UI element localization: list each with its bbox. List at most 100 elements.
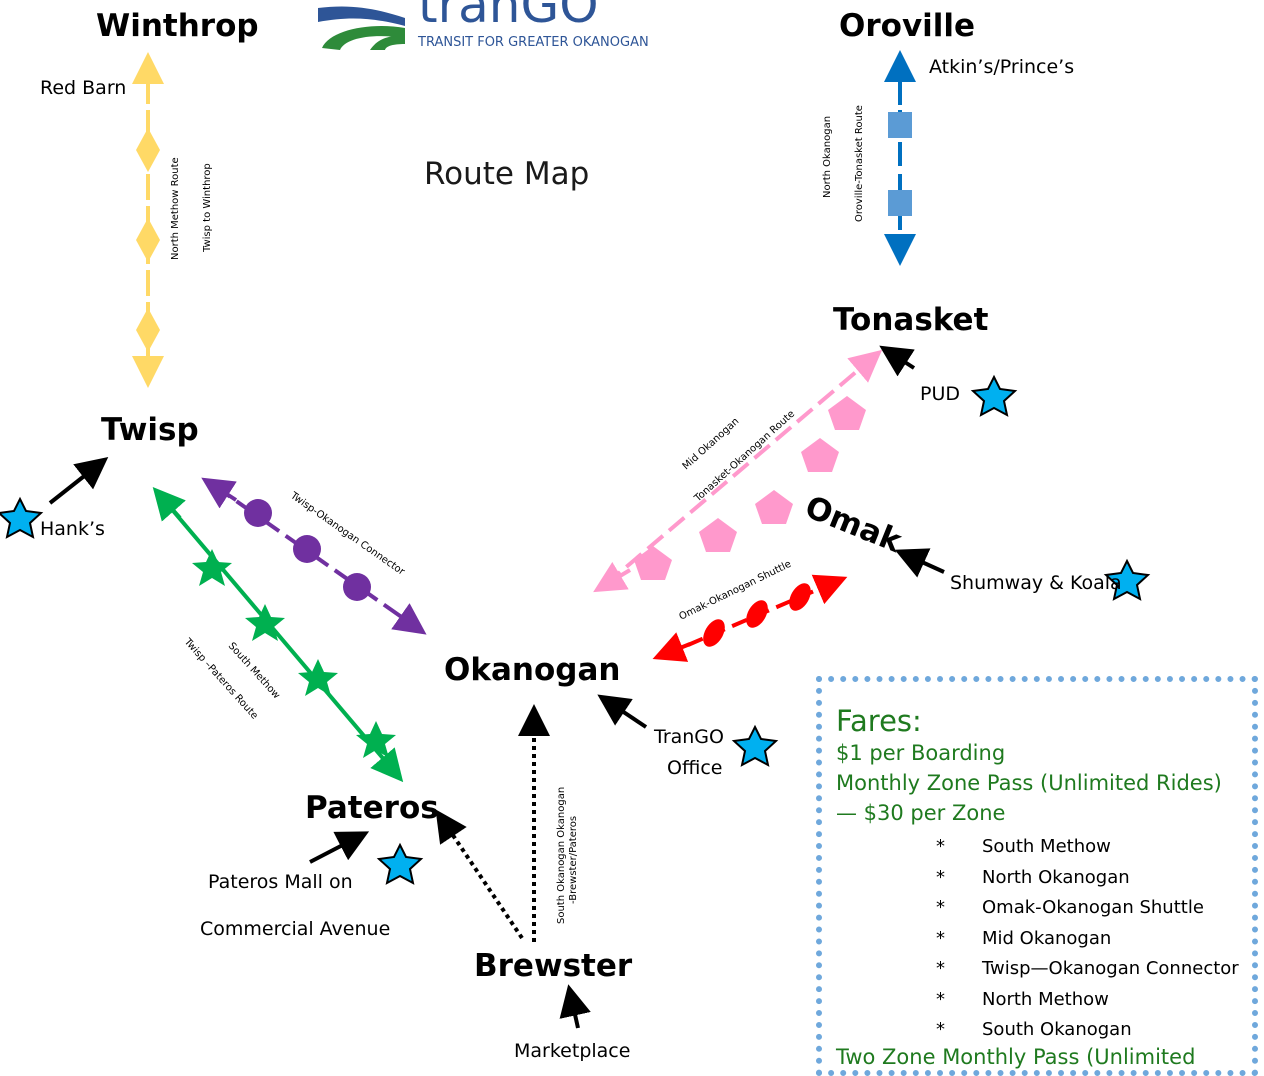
zone-list-item: * Mid Okanogan <box>936 924 1240 955</box>
route-label-twisp-pateros: Twisp –Pateros Route <box>181 636 260 722</box>
star-stop <box>192 549 232 586</box>
office-star-icon <box>970 374 1018 417</box>
zone-name: Omak-Okanogan Shuttle <box>982 897 1204 918</box>
route-label-north-okanogan: North Okanogan <box>822 116 833 198</box>
route-twisp-okanogan-connector <box>201 477 427 635</box>
bullet-icon: * <box>936 958 945 979</box>
route-south-methow <box>152 486 404 783</box>
zone-name: Mid Okanogan <box>982 927 1112 949</box>
pentagon-stop <box>755 490 793 524</box>
diamond-stop <box>136 218 160 262</box>
stop-trango-office-line1: TranGO <box>653 726 724 748</box>
map-title: Route Map <box>424 156 589 192</box>
pointer-shumway <box>894 548 945 578</box>
oval-stop <box>703 619 725 647</box>
bullet-icon: * <box>936 836 945 857</box>
town-tonasket: Tonasket <box>833 302 989 338</box>
south-methow-arrow-nw <box>152 486 186 522</box>
shuttle-arrow-sw <box>652 632 691 662</box>
zone-name: South Methow <box>982 836 1111 857</box>
stop-pud: PUD <box>920 383 960 405</box>
stop-pateros-mall-line2: Commercial Avenue <box>200 918 390 940</box>
mid-okanogan-arrow-sw <box>593 561 632 593</box>
stop-shumway-koala: Shumway & Koala <box>950 572 1122 594</box>
circle-stop <box>244 499 272 527</box>
pointer-pateros-mall <box>309 831 370 864</box>
pentagon-stop <box>699 518 737 552</box>
route-label-brewster-pateros: -Brewster/Pateros <box>568 816 579 904</box>
diamond-stop <box>136 128 160 172</box>
fare-monthly-pass: Monthly Zone Pass (Unlimited Rides) <box>836 771 1222 795</box>
zone-name: Twisp—Okanogan Connector <box>982 958 1239 979</box>
fares-box: Fares: $1 per Boarding Monthly Zone Pass… <box>816 676 1258 1076</box>
star-stop <box>356 721 396 758</box>
town-okanogan: Okanogan <box>444 652 620 688</box>
office-star-icon <box>1103 558 1151 601</box>
route-label-omak-shuttle: Omak-Okanogan Shuttle <box>677 559 793 623</box>
fares-title: Fares: <box>836 704 922 738</box>
route-north-methow <box>132 52 164 388</box>
pentagon-stop <box>634 546 672 580</box>
zone-list-item: *North Okanogan <box>936 863 1240 894</box>
office-star-icon <box>376 842 424 885</box>
diamond-stop <box>136 308 160 352</box>
pentagon-stop <box>801 438 839 472</box>
stop-trango-office-line2: Office <box>667 757 722 779</box>
office-star-icon <box>0 496 44 539</box>
route-label-twisp-winthrop: Twisp to Winthrop <box>202 163 213 253</box>
fare-monthly-pass-price: — $30 per Zone <box>836 801 1006 825</box>
route-label-south-okanogan: South Okanogan Okanogan <box>556 787 567 924</box>
zone-name: South Okanogan <box>982 1019 1132 1040</box>
circle-stop <box>293 535 321 563</box>
stop-red-barn: Red Barn <box>40 77 126 99</box>
stop-marketplace: Marketplace <box>514 1040 630 1062</box>
town-oroville: Oroville <box>839 8 975 44</box>
south-methow-line <box>156 491 404 783</box>
pointer-trango-office <box>597 694 648 729</box>
stop-pateros-mall-line1: Pateros Mall on <box>208 871 353 893</box>
town-pateros: Pateros <box>305 790 439 826</box>
south-okanogan-line-west <box>435 809 524 940</box>
fare-two-zone-pass: Two Zone Monthly Pass (Unlimited <box>836 1044 1196 1069</box>
zone-name: North Methow <box>982 988 1109 1010</box>
town-twisp: Twisp <box>101 412 199 448</box>
route-label-oroville-tonasket: Oroville-Tonasket Route <box>854 105 865 222</box>
zone-list: * South Methow *North Okanogan * Omak-Okanog… <box>836 832 1240 1046</box>
route-south-okanogan <box>435 704 550 942</box>
logo-tagline: TRANSIT FOR GREATER OKANOGAN <box>417 35 649 50</box>
star-stop <box>245 604 285 641</box>
logo-swoosh-green-2 <box>370 35 405 50</box>
route-label-north-methow: North Methow Route <box>170 157 181 260</box>
zone-list-item: * South Okanogan <box>936 1015 1240 1046</box>
circle-stop <box>343 573 371 601</box>
route-mid-okanogan <box>593 349 883 593</box>
mid-okanogan-line <box>603 349 883 587</box>
logo-swoosh-blue <box>318 6 405 27</box>
stop-hanks: Hank’s <box>40 518 105 540</box>
stop-atkins-princes: Atkin’s/Prince’s <box>929 56 1074 78</box>
trango-logo: tranGO TRANSIT FOR GREATER OKANOGAN <box>318 0 649 50</box>
bullet-icon: * <box>936 988 945 1010</box>
star-stop <box>298 659 338 696</box>
zone-list-item: * South Methow <box>936 832 1240 863</box>
route-label-tonasket-okanogan: Tonasket-Okanogan Route <box>692 409 797 505</box>
town-omak: Omak <box>800 489 908 560</box>
pentagon-stop <box>828 396 866 430</box>
bullet-icon: * <box>936 1019 945 1040</box>
square-stop <box>888 112 912 138</box>
fare-per-boarding: $1 per Boarding <box>836 741 1006 765</box>
connector-arrow-nw <box>201 477 238 509</box>
square-stop <box>888 190 912 216</box>
bullet-icon: * <box>936 897 945 918</box>
route-label-twisp-okanogan: Twisp-Okanogan Connector <box>287 490 407 578</box>
route-omak-okanogan-shuttle <box>652 574 848 662</box>
pointer-pud <box>879 345 916 377</box>
zone-list-item: * North Methow <box>936 985 1240 1016</box>
bullet-icon: * <box>936 927 945 949</box>
route-north-okanogan <box>884 50 916 266</box>
zone-list-item: * Omak-Okanogan Shuttle <box>936 893 1240 924</box>
town-brewster: Brewster <box>474 948 633 984</box>
logo-swoosh-green <box>322 26 405 50</box>
town-winthrop: Winthrop <box>96 8 259 44</box>
